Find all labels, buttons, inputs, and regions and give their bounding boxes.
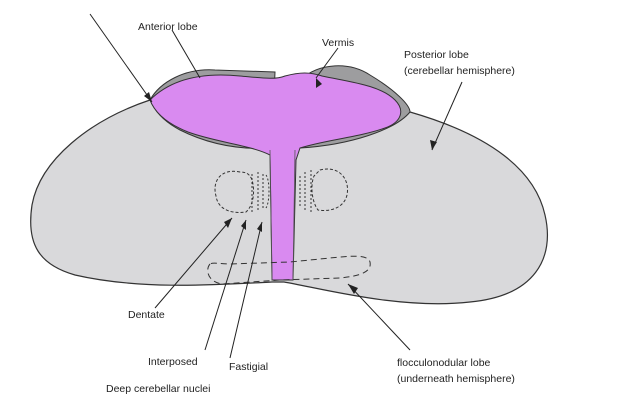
pointer-lines [89, 13, 463, 359]
midline-notch [269, 149, 296, 281]
pointer-vermis [315, 47, 339, 79]
pointer-flocculonodular [347, 283, 411, 351]
dentate-nucleus-left [214, 170, 255, 213]
dentate-nucleus-right [311, 168, 349, 211]
label-dentate: Dentate [128, 309, 165, 321]
arrowheads [144, 78, 437, 294]
pointer-posterior-lobe [431, 81, 463, 151]
label-deep-nuclei: Deep cerebellar nuclei [106, 383, 210, 395]
label-posterior-lobe-sub: (cerebellar hemisphere) [404, 65, 515, 77]
label-flocculonodular-sub: (underneath hemisphere) [397, 373, 515, 385]
pointer-anterior-lobe [89, 13, 153, 103]
label-flocculonodular: flocculonodular lobe [397, 357, 491, 369]
label-vermis: Vermis [322, 37, 354, 49]
interposed-nucleus-right [299, 170, 312, 212]
pointer-fastigial [229, 221, 263, 359]
vermis [149, 72, 402, 281]
pointer-dentate [154, 217, 233, 309]
label-posterior-lobe: Posterior lobe [404, 49, 469, 61]
label-fastigial: Fastigial [229, 361, 268, 373]
label-interposed: Interposed [148, 356, 198, 368]
label-anterior-lobe: Anterior lobe [138, 21, 198, 33]
pointer-interposed [204, 219, 247, 351]
interposed-nucleus-left [251, 172, 264, 212]
fastigial-nucleus-left [265, 174, 270, 209]
flocculonodular-lobe [207, 255, 371, 285]
pointer-anterior-lobe-label [171, 29, 201, 79]
